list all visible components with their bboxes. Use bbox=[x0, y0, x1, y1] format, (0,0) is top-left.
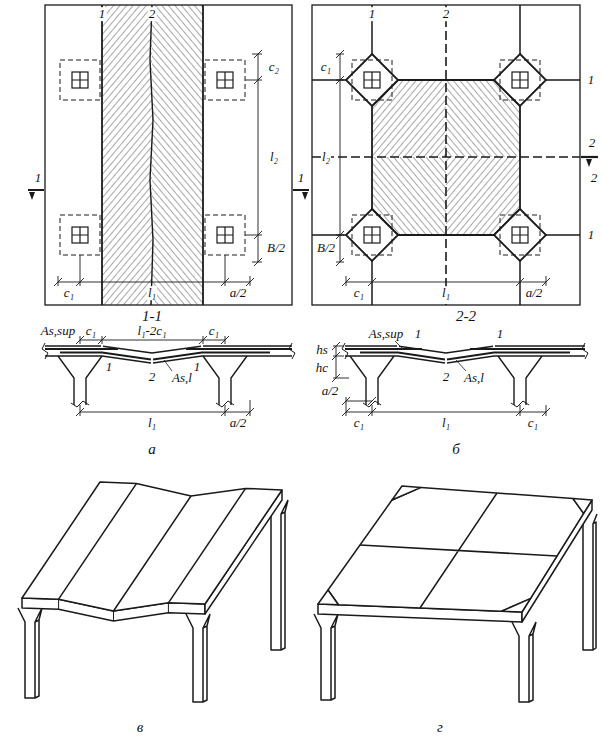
figure-letter: б bbox=[451, 442, 461, 458]
rebar-label: As,l bbox=[171, 371, 193, 385]
dimension-label: l₂ bbox=[321, 150, 331, 164]
dimension-label: c₁ bbox=[353, 286, 365, 300]
dimension-label: c₁ bbox=[353, 416, 365, 430]
yield-line-number: 1 bbox=[496, 327, 505, 341]
yield-line-number: 2 bbox=[148, 7, 157, 21]
figure-letter: г bbox=[436, 720, 444, 736]
view-g bbox=[314, 486, 597, 702]
dimension-label: c₂ bbox=[268, 60, 280, 74]
rebar-label: As,sup bbox=[40, 324, 76, 338]
figure-letter: а bbox=[147, 442, 157, 458]
dimension-label: l₁ bbox=[147, 416, 157, 430]
dimension-label: a/2 bbox=[229, 286, 248, 300]
rebar-label: As,l bbox=[463, 371, 485, 385]
dimension-label: hc bbox=[315, 361, 329, 375]
view-v bbox=[18, 482, 288, 702]
dimension-label: hs bbox=[315, 343, 329, 357]
dimension-label: c₁ bbox=[208, 324, 220, 338]
yield-line-number: 2 bbox=[148, 370, 157, 384]
dimension-label: a/2 bbox=[525, 286, 544, 300]
dimension-label: B/2 bbox=[316, 241, 336, 255]
yield-line-number: 1 bbox=[587, 228, 596, 242]
dimension-label: l₂ bbox=[269, 150, 279, 164]
dimension-label: c₁ bbox=[527, 416, 539, 430]
dimension-label: l₁ bbox=[441, 286, 451, 300]
section-1-1 bbox=[42, 336, 295, 416]
dimension-label: c₁ bbox=[63, 286, 75, 300]
section-mark: 2 bbox=[588, 136, 597, 150]
section-mark: 1 bbox=[34, 171, 43, 185]
yield-line-number: 1 bbox=[414, 327, 423, 341]
yield-line-number: 1 bbox=[587, 73, 596, 87]
section-mark: 1 bbox=[297, 171, 306, 185]
yield-line-number: 1 bbox=[98, 7, 107, 21]
plan-b bbox=[312, 5, 598, 305]
dimension-label: a/2 bbox=[321, 384, 340, 398]
dimension-label: c₁ bbox=[320, 60, 332, 74]
section-title: 1-1 bbox=[141, 309, 163, 325]
figure-letter: в bbox=[136, 720, 145, 736]
yield-line-number: 2 bbox=[442, 370, 451, 384]
section-mark: 2 bbox=[590, 171, 599, 185]
dimension-label: l₁ bbox=[147, 286, 157, 300]
rebar-label: As,sup bbox=[368, 327, 404, 341]
section-2-2 bbox=[332, 341, 588, 416]
yield-line-number: 1 bbox=[105, 360, 114, 374]
dimension-label: l₁-2c₁ bbox=[136, 324, 167, 338]
dimension-label: B/2 bbox=[266, 241, 286, 255]
yield-line-number: 1 bbox=[368, 7, 377, 21]
dimension-label: c₁ bbox=[85, 324, 97, 338]
dimension-label: l₁ bbox=[441, 416, 451, 430]
section-title: 2-2 bbox=[455, 309, 477, 325]
yield-line-number: 2 bbox=[442, 7, 451, 21]
yield-line-number: 1 bbox=[193, 360, 202, 374]
plan-a bbox=[28, 5, 309, 305]
dimension-label: a/2 bbox=[229, 416, 248, 430]
